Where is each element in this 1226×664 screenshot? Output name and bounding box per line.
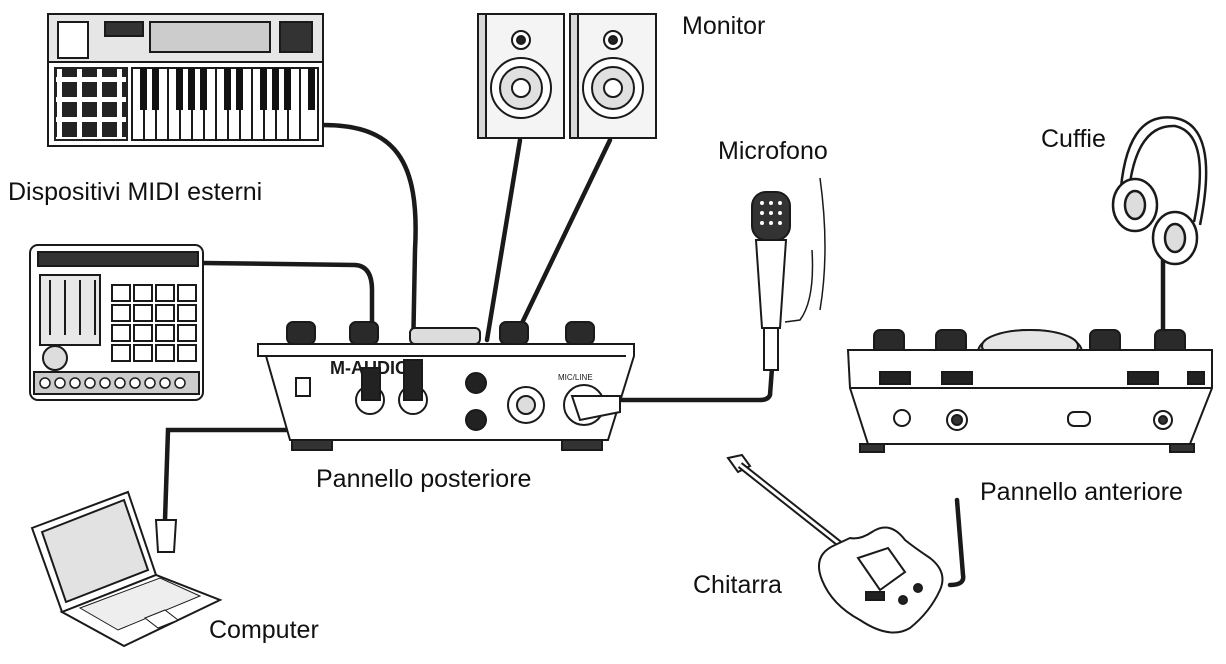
label-rear-panel: Pannello posteriore <box>316 465 532 493</box>
label-monitor: Monitor <box>682 12 766 40</box>
pad-grid <box>111 284 197 362</box>
mic-input-label: MIC/LINE <box>558 373 593 382</box>
front-panel-interface <box>846 329 1213 453</box>
guitar <box>726 453 944 634</box>
rear-panel-interface: M-AUDIO MIC/LINE <box>257 321 635 451</box>
label-front-panel: Pannello anteriore <box>980 478 1183 506</box>
rear-panel-knobs <box>286 321 595 345</box>
cable-monitor-left <box>484 137 523 343</box>
headphones <box>1111 116 1208 266</box>
label-microphone: Microfono <box>718 137 828 165</box>
monitor-left <box>477 13 565 139</box>
label-midi-devices: Dispositivi MIDI esterni <box>8 178 263 206</box>
midi-keyboard <box>47 13 324 147</box>
cable-microphone <box>615 365 775 403</box>
label-headphones: Cuffie <box>1041 125 1106 153</box>
label-guitar: Chitarra <box>693 571 782 599</box>
cable-guitar <box>947 497 966 588</box>
front-panel-knobs <box>873 329 1186 355</box>
pad-controller <box>29 244 204 401</box>
label-computer: Computer <box>209 616 319 644</box>
laptop-computer <box>30 490 223 648</box>
microphone <box>751 177 826 371</box>
monitor-right <box>569 13 657 139</box>
keyboard-keys <box>131 67 319 141</box>
cable-keyboard-midi <box>320 122 418 358</box>
cable-usb-computer <box>162 427 315 523</box>
cable-pad-controller-midi <box>200 260 375 358</box>
